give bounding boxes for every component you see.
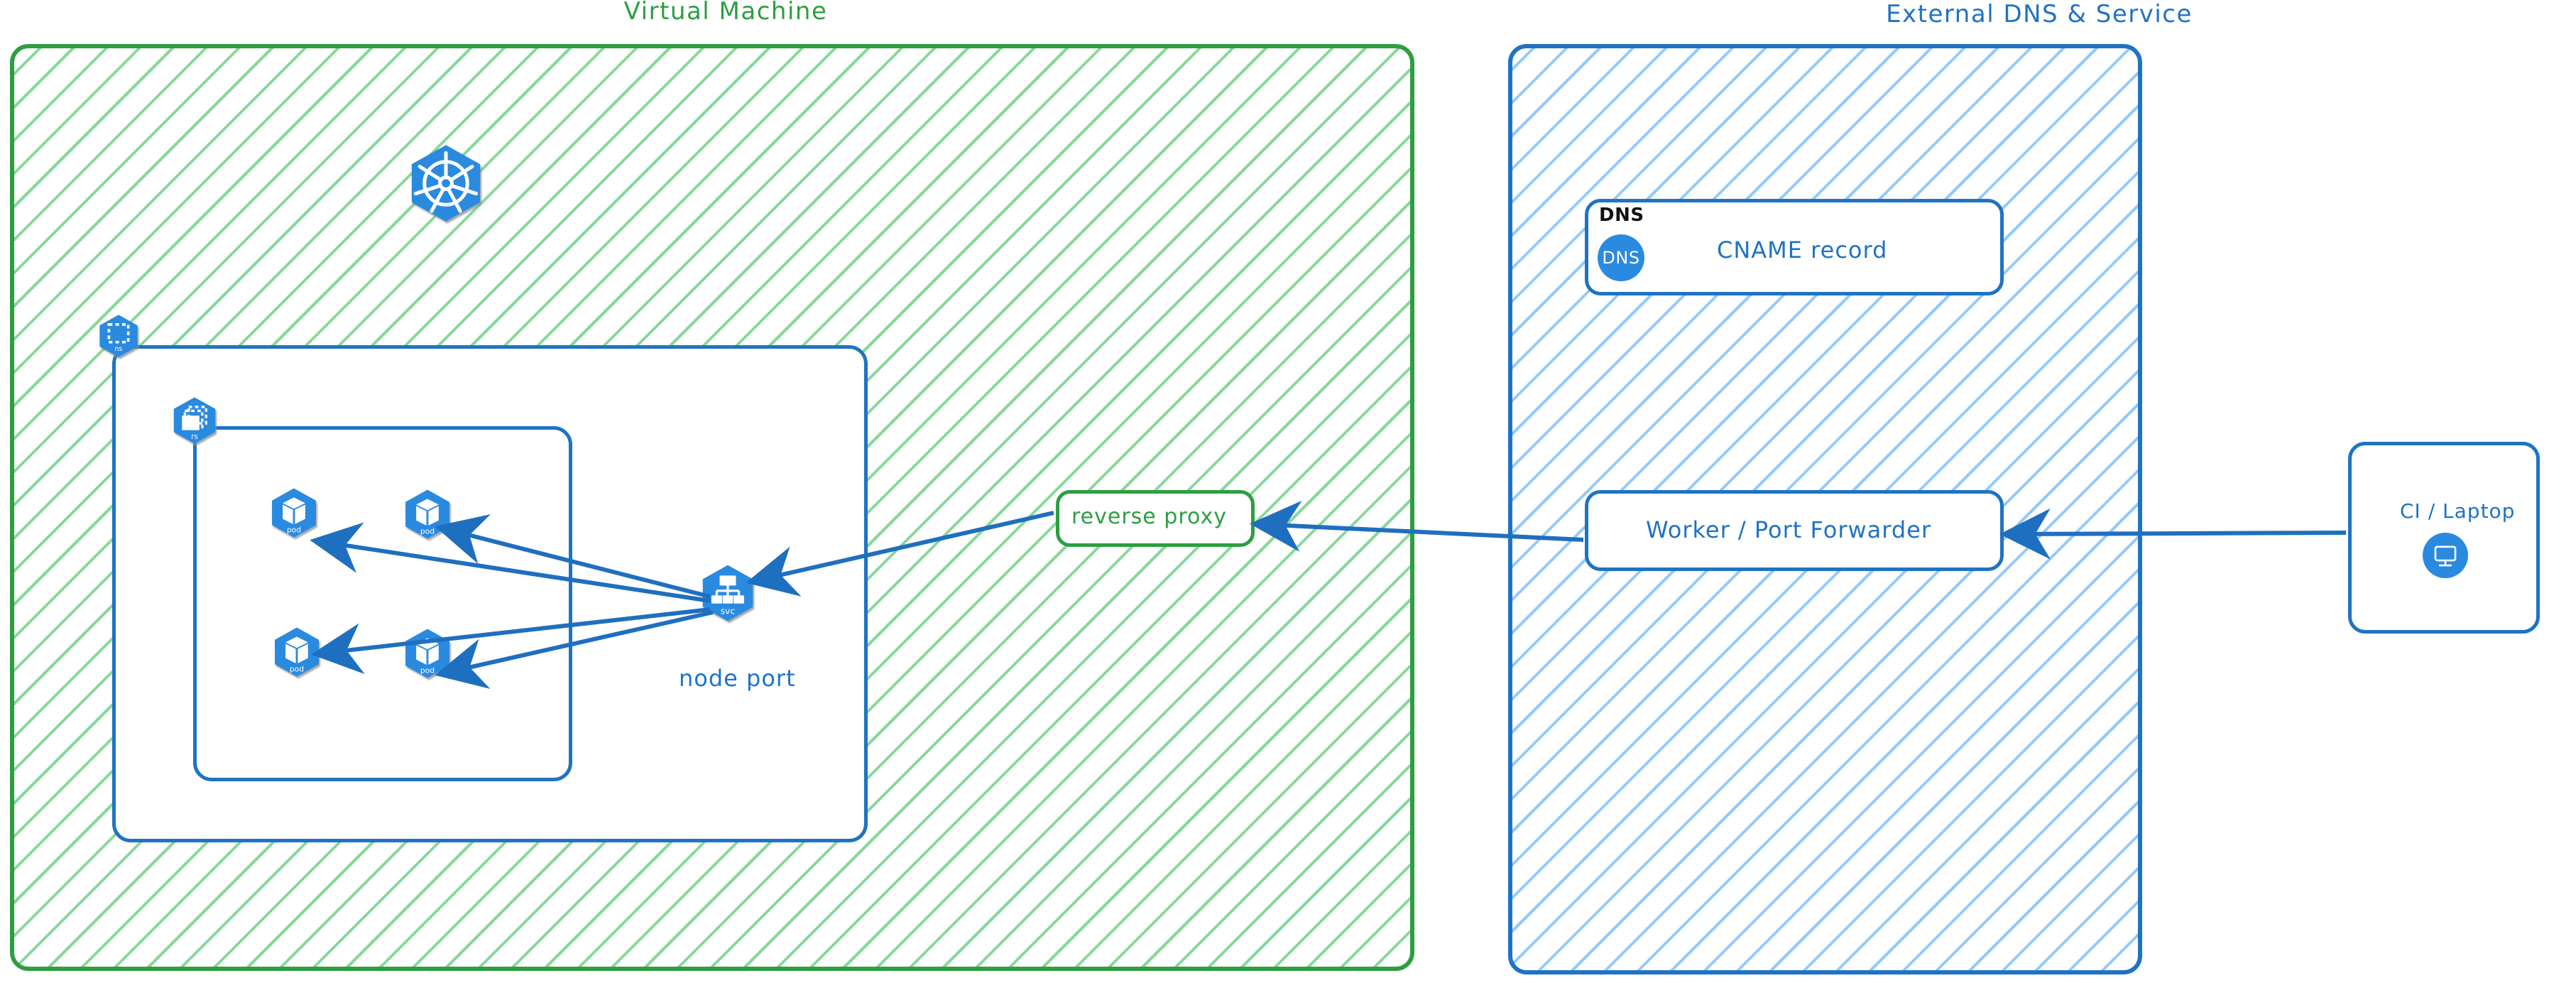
reverse-proxy-box[interactable] [1056,490,1255,547]
worker-port-forwarder-card[interactable] [1585,490,2004,571]
dns-card-tag: DNS [1599,205,1644,226]
service-icon: svc [699,564,757,622]
replicaset-icon-label: rs [191,433,198,441]
desktop-monitor-icon [2423,533,2468,578]
service-icon-label: svc [721,607,735,617]
namespace-icon-label: ns [115,345,123,353]
pod-icon-label: pod [290,664,304,673]
node-port-caption: node port [679,665,796,692]
pod-icon-1: pod [268,487,320,538]
pod-icon-label: pod [420,526,435,536]
reverse-proxy-label: reverse proxy [1071,504,1227,529]
pod-icon-2: pod [402,489,453,540]
kubernetes-logo [406,143,486,223]
pod-icon-3: pod [271,626,322,678]
dns-card[interactable] [1585,199,2004,295]
cname-record-label: CNAME record [1717,237,1888,264]
pod-icon-label: pod [420,666,435,675]
dns-icon: DNS [1598,234,1644,281]
external-dns-service-title: External DNS & Service [1886,0,2193,28]
namespace-icon: ns [97,314,141,358]
replicaset-icon: rs [170,396,219,445]
virtual-machine-title: Virtual Machine [623,0,828,26]
replicaset-container [193,426,572,781]
pod-icon-4: pod [402,628,453,679]
ci-laptop-label: CI / Laptop [2400,499,2516,523]
pod-icon-label: pod [287,525,301,534]
worker-port-forwarder-label: Worker / Port Forwarder [1646,516,1931,543]
